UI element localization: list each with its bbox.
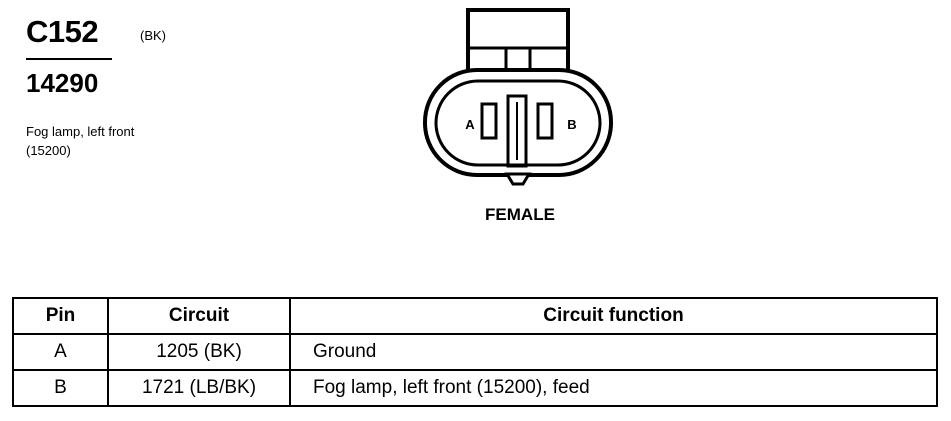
pin-table: Pin Circuit Circuit function A 1205 (BK)… [12,297,938,407]
header-circuit-function: Circuit function [289,297,938,335]
header-pin: Pin [12,297,109,335]
connector-description: Fog lamp, left front (15200) [26,124,135,158]
cell-circuit: 1205 (BK) [107,333,291,371]
cell-pin: B [12,369,109,407]
part-number: 14290 [26,68,99,98]
cell-function: Ground [289,333,938,371]
connector-latch-housing [466,8,570,74]
center-key [506,94,528,168]
header-rule [26,58,112,60]
connector-id: C152 [26,14,99,49]
polarization-tab [504,172,532,186]
cell-pin: A [12,333,109,371]
header-circuit: Circuit [107,297,291,335]
terminal-cavity-b [536,102,554,140]
table-row: A 1205 (BK) Ground [12,333,938,371]
cell-circuit: 1721 (LB/BK) [107,369,291,407]
connector-face-diagram: A B [423,8,613,186]
terminal-label-a: A [465,117,475,132]
connector-gender: FEMALE [485,205,555,224]
terminal-cavity-a [480,102,498,140]
pin-table-header-row: Pin Circuit Circuit function [12,297,938,335]
table-row: B 1721 (LB/BK) Fog lamp, left front (152… [12,369,938,407]
connector-color: (BK) [140,28,166,43]
cell-function: Fog lamp, left front (15200), feed [289,369,938,407]
terminal-label-b: B [567,117,576,132]
